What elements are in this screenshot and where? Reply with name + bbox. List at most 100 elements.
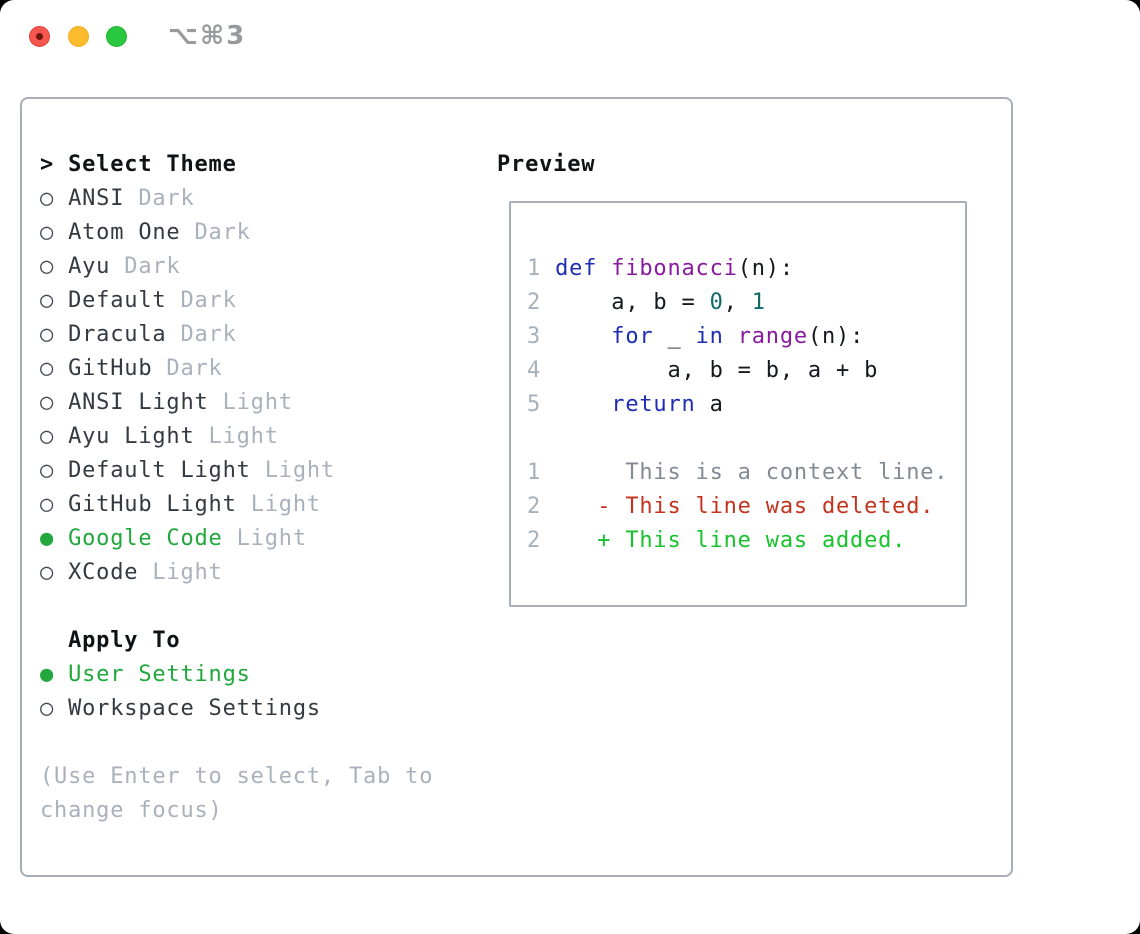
theme-item[interactable]: ○ XCode Light (40, 556, 433, 590)
radio-icon: ○ (40, 696, 55, 721)
theme-variant: Light (264, 458, 335, 483)
code-token: a, b = (555, 290, 710, 315)
theme-item[interactable]: ○ Default Light Light (40, 454, 433, 488)
line-number: 2 (527, 528, 542, 553)
theme-item[interactable]: ○ Default Dark (40, 284, 433, 318)
theme-item[interactable]: ● Google Code Light (40, 522, 433, 556)
code-line: 1 def fibonacci(n): (527, 252, 965, 286)
radio-icon: ○ (40, 288, 55, 313)
theme-name: Ayu (54, 254, 125, 279)
code-token: , (723, 290, 752, 315)
theme-item[interactable]: ○ ANSI Light Light (40, 386, 433, 420)
theme-name: Google Code (54, 526, 237, 551)
theme-item[interactable]: ○ Ayu Dark (40, 250, 433, 284)
code-line: 4 a, b = b, a + b (527, 354, 965, 388)
diff-line-added: 2 + This line was added. (527, 524, 965, 558)
code-token: _ (653, 324, 696, 349)
line-number: 1 (527, 256, 556, 281)
code-token: (n): (807, 324, 865, 349)
theme-item[interactable]: ○ GitHub Light Light (40, 488, 433, 522)
diff-line-deleted: 2 - This line was deleted. (527, 490, 965, 524)
diff-line-context: 1 This is a context line. (527, 456, 965, 490)
theme-variant: Light (222, 390, 293, 415)
theme-variant: Dark (166, 356, 223, 381)
code-line: 3 for _ in range(n): (527, 320, 965, 354)
focus-caret-icon: > (40, 152, 55, 177)
theme-variant: Dark (138, 186, 195, 211)
code-token: range (737, 324, 808, 349)
preview-box: 1 def fibonacci(n): 2 a, b = 0, 1 3 for _ … (509, 201, 967, 607)
theme-picker: > Select Theme ○ ANSI Dark○ Atom One Dar… (40, 148, 433, 828)
line-number: 2 (527, 494, 542, 519)
hint-line-1: (Use Enter to select, Tab to (40, 764, 434, 789)
minimize-button[interactable] (68, 26, 89, 47)
radio-icon: ○ (40, 186, 55, 211)
apply-to-header: Apply To (40, 624, 433, 658)
diff-text: - This line was deleted. (541, 494, 935, 519)
main-panel: > Select Theme ○ ANSI Dark○ Atom One Dar… (20, 97, 1013, 877)
apply-to-list: ● User Settings○ Workspace Settings (40, 658, 433, 726)
theme-item[interactable]: ○ Atom One Dark (40, 216, 433, 250)
spacer (40, 726, 433, 760)
radio-icon: ○ (40, 560, 55, 585)
code-token: (n): (737, 256, 794, 281)
code-token (597, 256, 611, 281)
radio-icon: ○ (40, 220, 55, 245)
theme-name: GitHub (54, 356, 167, 381)
blank-line (527, 218, 965, 252)
theme-variant: Dark (194, 220, 251, 245)
code-token (555, 324, 611, 349)
apply-option-label: User Settings (54, 662, 251, 687)
theme-item[interactable]: ○ GitHub Dark (40, 352, 433, 386)
radio-icon: ○ (40, 322, 55, 347)
code-token: 0 (709, 290, 724, 315)
theme-name: Atom One (54, 220, 195, 245)
diff-text: This is a context line. (541, 460, 949, 485)
radio-icon: ○ (40, 254, 55, 279)
line-number: 2 (527, 290, 556, 315)
hint-line-2: change focus) (40, 798, 223, 823)
select-theme-label: Select Theme (68, 152, 237, 177)
theme-item[interactable]: ○ Ayu Light Light (40, 420, 433, 454)
line-number: 1 (527, 460, 542, 485)
code-token: 1 (751, 290, 766, 315)
code-preview: 1 def fibonacci(n): 2 a, b = 0, 1 3 for _ … (527, 252, 965, 422)
apply-option-label: Workspace Settings (54, 696, 321, 721)
radio-selected-icon: ● (40, 662, 55, 687)
preview-header: Preview (497, 152, 596, 177)
theme-item[interactable]: ○ Dracula Dark (40, 318, 433, 352)
radio-icon: ○ (40, 356, 55, 381)
theme-variant: Light (208, 424, 279, 449)
radio-icon: ○ (40, 492, 55, 517)
code-token: return (611, 392, 696, 417)
code-token: def (555, 256, 598, 281)
theme-name: Dracula (54, 322, 181, 347)
close-indicator-dot (36, 33, 43, 40)
maximize-button[interactable] (106, 26, 127, 47)
apply-option[interactable]: ● User Settings (40, 658, 433, 692)
close-button[interactable] (29, 26, 50, 47)
theme-name: Default Light (54, 458, 265, 483)
line-number: 4 (527, 358, 556, 383)
theme-name: ANSI (54, 186, 139, 211)
diff-preview: 1 This is a context line.2 - This line w… (527, 456, 965, 558)
code-line: 5 return a (527, 388, 965, 422)
theme-name: Default (54, 288, 181, 313)
radio-selected-icon: ● (40, 526, 55, 551)
theme-variant: Light (236, 526, 307, 551)
apply-option[interactable]: ○ Workspace Settings (40, 692, 433, 726)
radio-icon: ○ (40, 458, 55, 483)
code-token: a (695, 392, 724, 417)
theme-name: ANSI Light (54, 390, 223, 415)
theme-variant: Dark (124, 254, 181, 279)
window-title: ⌥⌘3 (168, 21, 247, 51)
apply-to-label: Apply To (68, 628, 181, 653)
theme-name: GitHub Light (54, 492, 251, 517)
theme-name: XCode (54, 560, 153, 585)
select-theme-header: > Select Theme (40, 148, 433, 182)
theme-variant: Light (250, 492, 321, 517)
theme-item[interactable]: ○ ANSI Dark (40, 182, 433, 216)
diff-text: + This line was added. (541, 528, 907, 553)
